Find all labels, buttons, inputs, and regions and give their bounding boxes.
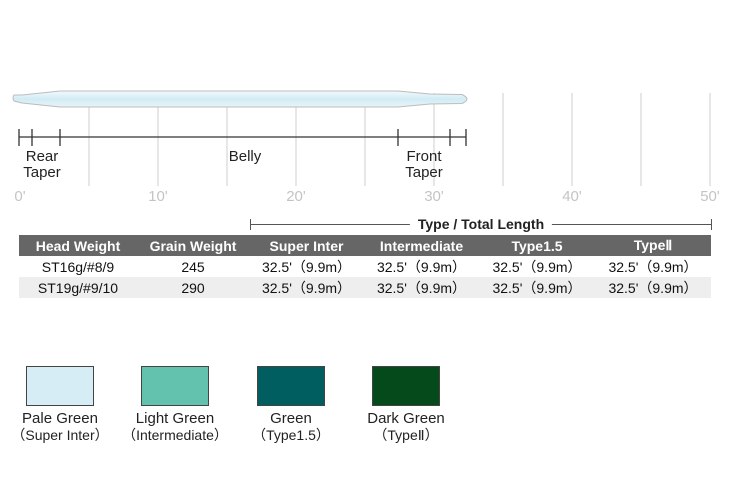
label-line: Taper (405, 164, 443, 181)
belly-label: Belly (215, 149, 275, 165)
swatch-name: Dark Green (367, 410, 445, 427)
label-line: Front (406, 148, 442, 165)
column-header: Super Inter (249, 235, 364, 256)
table-cell: 32.5'（9.9m） (376, 258, 467, 275)
type-header-title: Type / Total Length (409, 216, 553, 232)
table-cell: 32.5'（9.9m） (261, 258, 352, 275)
table-cell: 32.5'（9.9m） (479, 277, 595, 298)
fly-line-profile (12, 90, 468, 108)
swatch-green: Green （Type1.5） (221, 366, 361, 443)
table-cell: ST19g/#9/10 (19, 277, 137, 298)
type-total-length-header: Type / Total Length (250, 214, 712, 234)
table-row: ST19g/#9/10 290 32.5'（9.9m） 32.5'（9.9m） … (19, 277, 711, 298)
color-swatch (257, 366, 325, 406)
table-cell: ST16g/#8/9 (41, 258, 115, 275)
table-cell: 32.5'（9.9m） (608, 258, 698, 275)
table-cell: 245 (181, 258, 205, 275)
swatch-dark-green: Dark Green （TypeⅡ） (336, 366, 476, 443)
swatch-name: Light Green (135, 410, 215, 427)
label-line: Belly (228, 148, 262, 165)
spec-table: Head Weight Grain Weight Super Inter Int… (19, 235, 711, 298)
table-row: ST16g/#8/9 245 32.5'（9.9m） 32.5'（9.9m） 3… (19, 256, 711, 277)
label-line: Rear (25, 148, 59, 165)
color-swatch (372, 366, 440, 406)
column-header: TypeⅡ (595, 235, 711, 256)
section-dimension-bar (18, 129, 467, 146)
swatch-name: Pale Green (22, 410, 98, 427)
column-header: Head Weight (19, 235, 137, 256)
color-swatch (141, 366, 209, 406)
scale-tick-label: 40' (562, 188, 582, 205)
swatch-type: （Super Inter） (11, 427, 109, 443)
table-header-row: Head Weight Grain Weight Super Inter Int… (19, 235, 711, 256)
swatch-name: Green (270, 410, 312, 427)
scale-tick-label: 0' (14, 188, 26, 205)
table-cell: 32.5'（9.9m） (492, 258, 582, 275)
scale-tick-label: 30' (424, 188, 444, 205)
scale-tick-label: 20' (286, 188, 306, 205)
line-profile-diagram (12, 90, 711, 186)
color-swatch (26, 366, 94, 406)
column-header: Grain Weight (137, 235, 249, 256)
table-cell: 32.5'（9.9m） (249, 277, 364, 298)
swatch-pale-green: Pale Green （Super Inter） (0, 366, 130, 443)
table-cell: 32.5'（9.9m） (364, 277, 479, 298)
header-bracket-cap (250, 219, 251, 230)
scale-tick-label: 10' (148, 188, 168, 205)
swatch-type: （Intermediate） (122, 427, 228, 443)
column-header: Intermediate (364, 235, 479, 256)
swatch-type: （TypeⅡ） (373, 427, 439, 443)
label-line: Taper (23, 164, 61, 181)
swatch-type: （Type1.5） (252, 427, 330, 443)
table-cell: 290 (137, 277, 249, 298)
front-taper-label: Front Taper (398, 149, 450, 181)
rear-taper-label: Rear Taper (18, 149, 66, 181)
scale-tick-label: 50' (700, 188, 720, 205)
column-header: Type1.5 (479, 235, 595, 256)
swatch-light-green: Light Green （Intermediate） (105, 366, 245, 443)
header-bracket-cap (711, 219, 712, 230)
table-cell: 32.5'（9.9m） (595, 277, 711, 298)
scale-gridlines (88, 93, 711, 186)
